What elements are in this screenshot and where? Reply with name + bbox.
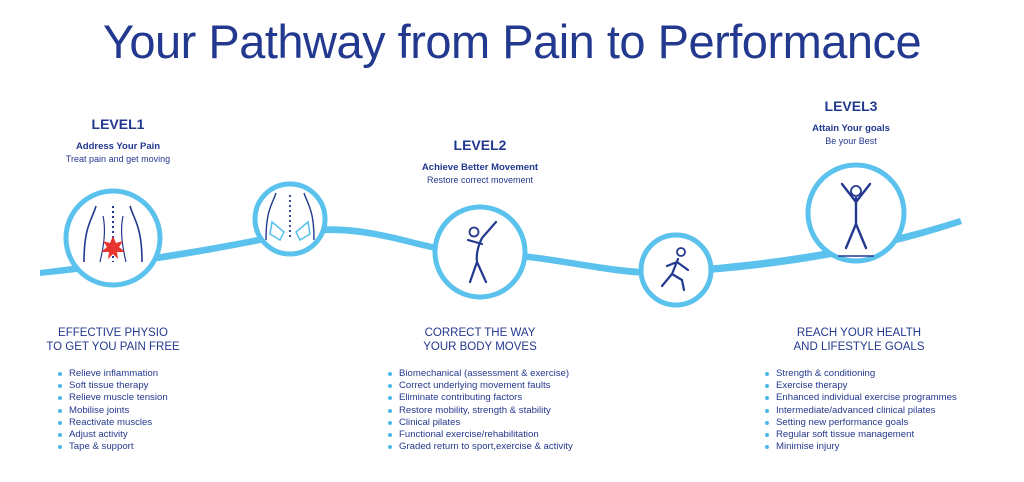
section-3-title: REACH YOUR HEALTH AND LIFESTYLE GOALS [764,326,954,354]
pathway-wave [40,218,962,277]
section-3-list: Strength & conditioning Exercise therapy… [765,368,957,453]
section-2-title-line2: YOUR BODY MOVES [423,341,537,353]
section-3-title-line1: REACH YOUR HEALTH [796,327,922,339]
list-item: Enhanced individual exercise programmes [765,392,957,404]
level-2-description: Restore correct movement [426,175,534,185]
section-3-title-line2: AND LIFESTYLE GOALS [793,341,925,353]
massage-hands-icon [252,181,328,257]
list-item: Relieve inflammation [58,368,168,380]
section-1-title-line2: TO GET YOU PAIN FREE [46,341,180,353]
section-2-title-line1: CORRECT THE WAY [424,327,536,339]
level-3-subtitle: Attain Your goals [812,123,890,134]
level-2-subtitle: Achieve Better Movement [421,162,539,173]
level-3-label: LEVEL3 [824,98,878,114]
section-2-title: CORRECT THE WAY YOUR BODY MOVES [385,326,575,354]
back-pain-icon [63,188,163,288]
level-1-header: LEVEL1 Address Your Pain Treat pain and … [38,116,198,164]
level-3-description: Be your Best [825,136,877,146]
list-item: Adjust activity [58,429,168,441]
list-item: Minimise injury [765,441,957,453]
list-item: Exercise therapy [765,380,957,392]
level-2-header: LEVEL2 Achieve Better Movement Restore c… [400,137,560,185]
section-1-list: Relieve inflammation Soft tissue therapy… [58,368,168,453]
list-item: Reactivate muscles [58,417,168,429]
section-2-list: Biomechanical (assessment & exercise) Co… [388,368,573,453]
list-item: Setting new performance goals [765,417,957,429]
section-1-title: EFFECTIVE PHYSIO TO GET YOU PAIN FREE [18,326,208,354]
list-item: Intermediate/advanced clinical pilates [765,405,957,417]
list-item: Eliminate contributing factors [388,392,573,404]
list-item: Strength & conditioning [765,368,957,380]
list-item: Biomechanical (assessment & exercise) [388,368,573,380]
list-item: Regular soft tissue management [765,429,957,441]
list-item: Restore mobility, strength & stability [388,405,573,417]
section-1-title-line1: EFFECTIVE PHYSIO [58,327,168,339]
list-item: Clinical pilates [388,417,573,429]
list-item: Mobilise joints [58,405,168,417]
list-item: Functional exercise/rehabilitation [388,429,573,441]
page-title: Your Pathway from Pain to Performance [102,15,922,68]
list-item: Relieve muscle tension [58,392,168,404]
running-person-icon [638,232,714,308]
level-1-label: LEVEL1 [91,116,145,132]
level-1-description: Treat pain and get moving [65,154,171,164]
list-item: Soft tissue therapy [58,380,168,392]
list-item: Tape & support [58,441,168,453]
list-item: Correct underlying movement faults [388,380,573,392]
stretching-person-icon [432,204,528,300]
level-1-subtitle: Address Your Pain [75,141,161,152]
level-3-header: LEVEL3 Attain Your goals Be your Best [771,98,931,146]
level-2-label: LEVEL2 [453,137,507,153]
list-item: Graded return to sport,exercise & activi… [388,441,573,453]
jumping-person-icon [805,162,907,264]
